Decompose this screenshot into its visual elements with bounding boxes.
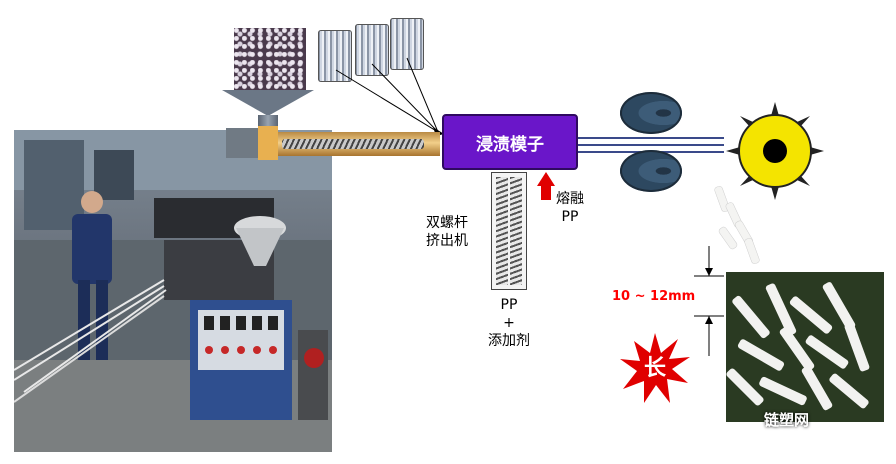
melt-label-line2: PP: [561, 209, 579, 225]
screw-left: [496, 177, 508, 285]
pellet-length-label: 10 ~ 12mm: [612, 289, 696, 304]
lft-pellets-photo: [726, 272, 884, 422]
twin-screw-extruder: [491, 172, 527, 290]
impregnation-die: 浸渍模子: [442, 114, 578, 170]
feed-section: [258, 126, 278, 160]
fiber-spool: [318, 30, 352, 82]
twin-screw-label-line1: 双螺杆: [426, 215, 468, 231]
arrow-up-shaft: [541, 186, 551, 200]
melt-label-line1: 熔融: [556, 191, 584, 207]
screw-right: [510, 177, 522, 285]
watermark: 链塑网: [764, 411, 810, 429]
hopper-throat: [258, 115, 278, 129]
pull-roller-top: [620, 92, 682, 134]
pp-pellets-photo: [234, 28, 306, 90]
feed-label-line1: PP: [500, 297, 518, 313]
drive-block: [226, 128, 258, 158]
arrow-up-icon: [537, 172, 555, 186]
fiber-spool: [390, 18, 424, 70]
feed-label-line3: 添加剂: [488, 333, 530, 349]
long-badge-label: 长: [643, 356, 666, 381]
melt-pp-label: 熔融 PP: [556, 190, 584, 226]
starburst-icon: [620, 333, 690, 403]
feed-label-line2: +: [503, 315, 515, 331]
extruder-screw: [282, 139, 424, 149]
twin-screw-label-line2: 挤出机: [426, 233, 468, 249]
pull-roller-bottom: [620, 150, 682, 192]
falling-pellets: [714, 186, 760, 264]
feed-material-label: PP + 添加剂: [482, 296, 536, 350]
hopper: [222, 90, 314, 116]
twin-screw-label: 双螺杆 挤出机: [426, 214, 468, 250]
fiber-spool: [355, 24, 389, 76]
cutter-hub: [763, 139, 787, 163]
